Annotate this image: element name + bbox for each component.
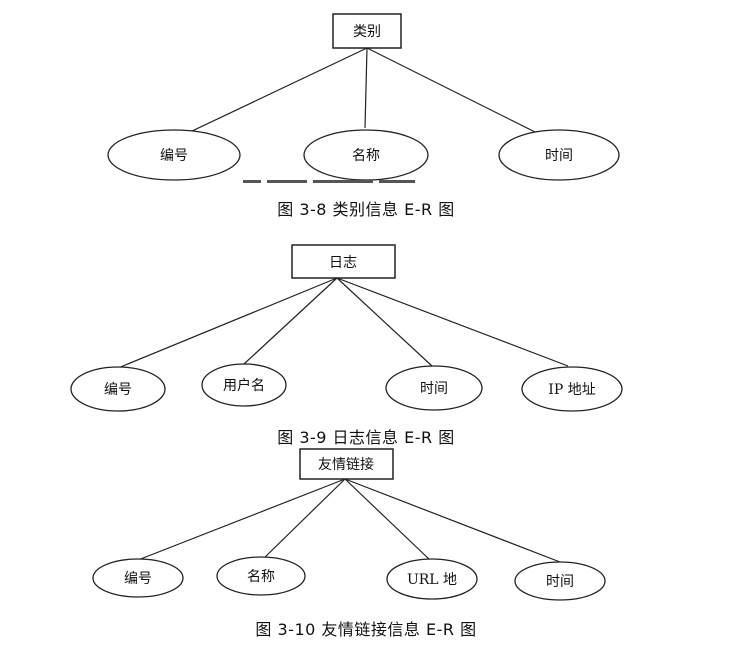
scan-artifact (243, 180, 463, 188)
edge-category-time (366, 47, 536, 133)
entity-category-box (332, 13, 402, 49)
er-diagram-category: 类别 编号 名称 时间 (107, 13, 620, 181)
attr-log-ip (521, 366, 623, 412)
entity-category-label: 类别 (353, 24, 381, 40)
er-diagram-friend-link: 友情链接 编号 名称 URL 地 时间 (92, 448, 606, 601)
attr-category-time-label: 时间 (545, 148, 573, 164)
entity-log-box (291, 244, 396, 279)
attr-link-time-label: 时间 (546, 574, 574, 590)
attr-category-id-label: 编号 (160, 148, 188, 164)
attr-link-name (216, 556, 306, 596)
er-diagram-log: 日志 编号 用户名 时间 IP 地址 (70, 244, 623, 412)
edge-category-id (189, 47, 368, 133)
edge-log-username (243, 277, 338, 365)
attr-log-id (70, 366, 166, 412)
edge-log-ip (336, 277, 569, 367)
entity-link-box (299, 448, 394, 480)
edge-link-time (344, 478, 561, 563)
caption-figure-3-10: 图 3-10 友情链接信息 E-R 图 (255, 620, 477, 639)
attr-log-username (201, 363, 287, 407)
attr-category-name-label: 名称 (352, 148, 380, 164)
attr-log-time (385, 365, 483, 411)
edge-log-id (117, 277, 338, 369)
entity-log-label: 日志 (329, 255, 357, 271)
attr-log-username-label: 用户名 (223, 377, 265, 394)
attr-category-time (498, 129, 620, 181)
edge-log-time (336, 277, 433, 367)
attr-log-id-label: 编号 (104, 382, 132, 398)
attr-link-time (514, 561, 606, 601)
attr-log-ip-label: IP 地址 (548, 382, 595, 398)
attr-link-name-label: 名称 (247, 569, 275, 585)
edge-category-name (364, 47, 368, 129)
attr-category-id (107, 129, 241, 181)
caption-figure-3-9: 图 3-9 日志信息 E-R 图 (277, 428, 455, 447)
attr-link-id-label: 编号 (124, 571, 152, 587)
attr-link-url-label: URL 地 (407, 572, 457, 588)
edge-link-name (261, 478, 346, 561)
entity-link-label: 友情链接 (318, 456, 374, 473)
attr-link-url (386, 558, 478, 600)
attr-log-time-label: 时间 (420, 381, 448, 397)
edge-link-url (344, 478, 431, 561)
edge-link-id (137, 478, 346, 561)
attr-link-id (92, 558, 184, 598)
caption-figure-3-8: 图 3-8 类别信息 E-R 图 (277, 200, 455, 219)
